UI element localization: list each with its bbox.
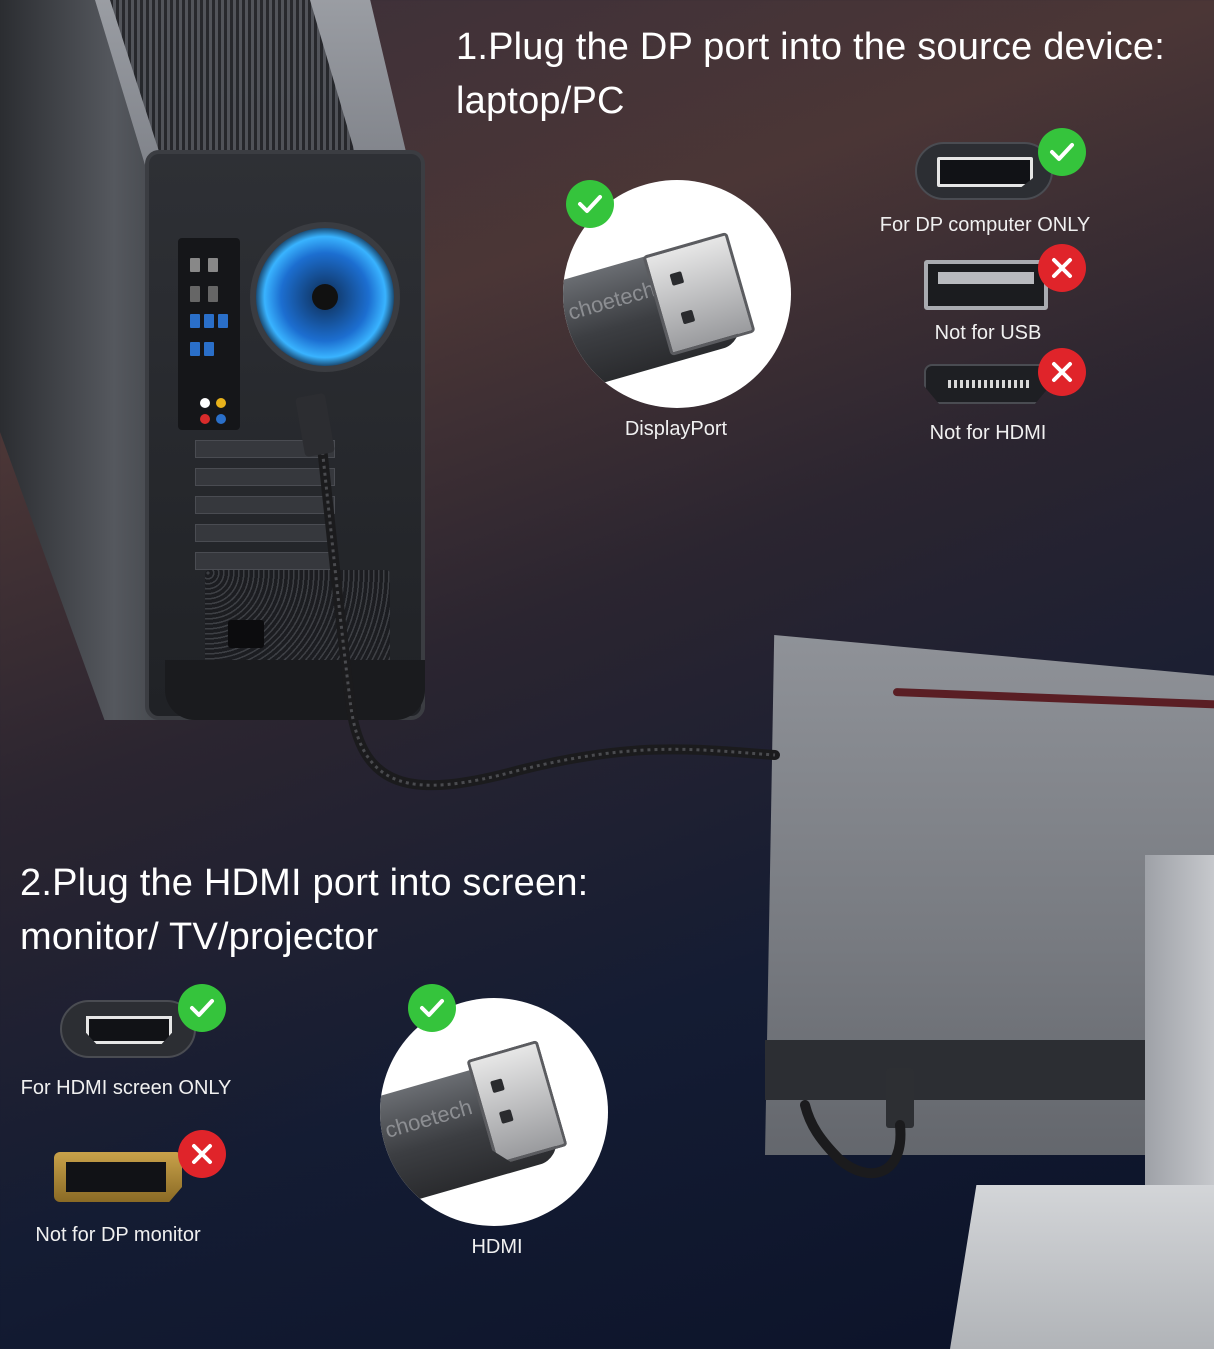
hdmi-screen-port-badge <box>60 1000 196 1058</box>
cross-icon <box>1038 244 1086 292</box>
step2-heading: 2.Plug the HDMI port into screen: monito… <box>20 856 740 964</box>
hdmi-plug-in-monitor <box>886 1068 914 1128</box>
usb3-port-icon <box>190 342 200 356</box>
usb-socket-icon <box>924 260 1048 310</box>
usb3-port-icon <box>190 314 200 328</box>
usb3-port-icon <box>204 342 214 356</box>
audio-jack-icon <box>216 414 226 424</box>
expansion-slot <box>195 468 335 486</box>
cross-icon <box>178 1130 226 1178</box>
step1-heading: 1.Plug the DP port into the source devic… <box>456 20 1214 128</box>
pc-tower-base <box>165 660 425 720</box>
dp-port-icon <box>208 286 218 302</box>
usb-tongue <box>938 272 1034 284</box>
monitor-port-strip <box>765 1040 1214 1100</box>
source-port-label-dp: For DP computer ONLY <box>879 214 1091 236</box>
hdmi-port-badge <box>924 364 1050 404</box>
dp-port-badge <box>915 142 1053 200</box>
expansion-slot <box>195 496 335 514</box>
hdmi-connector-image: choetech <box>380 998 608 1226</box>
monitor-stand-base <box>950 1185 1214 1349</box>
screen-port-label-hdmi: For HDMI screen ONLY <box>20 1077 232 1099</box>
hdmi-label: HDMI <box>471 1236 523 1258</box>
usb-port-icon <box>190 258 200 272</box>
plug-hole <box>680 309 696 325</box>
dp-port-icon <box>190 286 200 302</box>
step1-heading-line1: 1.Plug the DP port into the source devic… <box>456 26 1166 68</box>
expansion-slot <box>195 552 335 570</box>
source-port-label-usb: Not for USB <box>934 322 1042 344</box>
expansion-slot <box>195 524 335 542</box>
source-port-label-hdmi: Not for HDMI <box>929 422 1047 444</box>
step2-heading-line2: monitor/ TV/projector <box>20 916 379 958</box>
usb-port-icon <box>208 258 218 272</box>
dp-monitor-socket-inner <box>66 1162 166 1192</box>
expansion-slot <box>195 440 335 458</box>
plug-hole <box>669 271 685 286</box>
usb3-port-icon <box>204 314 214 328</box>
audio-jack-icon <box>200 398 210 408</box>
check-icon <box>178 984 226 1032</box>
plug-hole <box>490 1078 505 1093</box>
screen-port-label-dp: Not for DP monitor <box>35 1224 201 1246</box>
usb3-port-icon <box>218 314 228 328</box>
step1-heading-line2: laptop/PC <box>456 80 625 122</box>
check-icon <box>1038 128 1086 176</box>
dp-monitor-socket-icon <box>54 1152 182 1202</box>
check-icon <box>408 984 456 1032</box>
audio-jack-icon <box>200 414 210 424</box>
fan-hub <box>312 284 338 310</box>
step2-heading-line1: 2.Plug the HDMI port into screen: <box>20 862 589 904</box>
displayport-label: DisplayPort <box>624 418 728 440</box>
hdmi-socket-icon <box>86 1016 172 1044</box>
pc-io-panel <box>178 238 240 430</box>
cross-icon <box>1038 348 1086 396</box>
dp-socket-icon <box>937 157 1033 187</box>
check-icon <box>566 180 614 228</box>
hdmi-pins <box>948 380 1030 388</box>
audio-jack-icon <box>216 398 226 408</box>
power-socket-icon <box>228 620 264 648</box>
plug-hole <box>499 1109 514 1124</box>
